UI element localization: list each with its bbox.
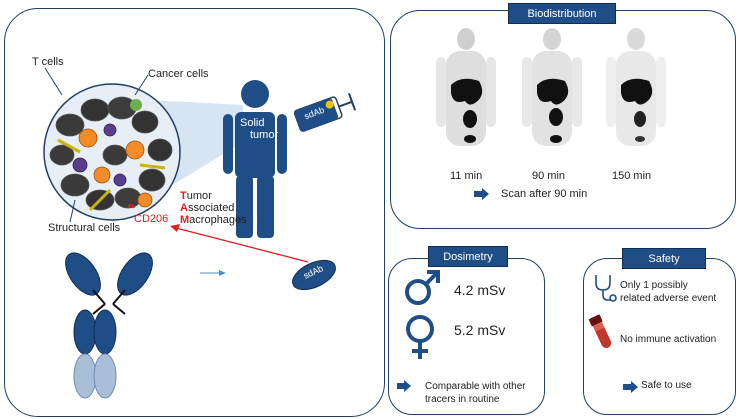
syringe-icon: [293, 93, 357, 132]
tam-initial-a: A: [180, 202, 188, 214]
dosimetry-panel: [388, 258, 545, 415]
arrow-icon: [623, 381, 638, 393]
female-symbol-icon: [406, 315, 434, 359]
safety-immune: No immune activation: [620, 334, 717, 345]
stethoscope-icon: [595, 275, 617, 302]
tumor-microenvironment-illustration: [43, 83, 181, 221]
pet-scan-90-min: [522, 28, 582, 146]
female-dose: 5.2 mSv: [454, 322, 506, 338]
tam-rest-tumor: umor: [186, 190, 212, 202]
structural-cells-label: Structural cells: [48, 222, 121, 234]
tam-rest-macrophages: acrophages: [189, 214, 247, 226]
scan-note: Scan after 90 min: [501, 188, 588, 200]
safety-title: Safety: [622, 248, 706, 269]
safety-adverse-event-line1: Only 1 possibly: [620, 280, 688, 291]
tam-initial-m: M: [180, 214, 190, 226]
tam-rest-associated: ssociated: [187, 202, 235, 214]
tam-label: Tumor Associated Macrophages: [180, 190, 247, 226]
dosimetry-note-line2: tracers in routine: [425, 394, 500, 405]
safety-adverse-event-line2: related adverse event: [620, 293, 717, 304]
pet-scan-150-min: [606, 28, 666, 146]
tam-line-associated: Associated: [180, 202, 247, 214]
male-symbol-icon: [405, 270, 440, 305]
arrow-icon: [474, 188, 489, 200]
antibody-illustration: [65, 252, 153, 399]
dosimetry-note: Comparable with other tracers in routine: [425, 380, 526, 406]
tam-line-tumor: Tumor: [180, 190, 247, 202]
pet-scan-11-min: [436, 28, 496, 146]
male-dose: 4.2 mSv: [454, 282, 506, 298]
left-panel: [4, 8, 385, 417]
biodistribution-title: Biodistribution: [508, 3, 616, 24]
cd206-label: CD206: [134, 213, 169, 225]
time-label-90: 90 min: [532, 170, 566, 182]
arrow-icon: [397, 380, 411, 392]
solid-tumor-line2: tumor: [250, 129, 279, 141]
tam-initial-t: T: [180, 190, 187, 202]
safety-adverse-event: Only 1 possibly related adverse event: [620, 279, 716, 305]
t-cells-label: T cells: [32, 56, 64, 68]
safety-conclusion: Safe to use: [641, 380, 692, 391]
human-body-silhouette: [223, 80, 287, 238]
pet-scan-images: [436, 28, 666, 146]
dosimetry-title: Dosimetry: [428, 246, 508, 267]
time-label-150: 150 min: [612, 170, 652, 182]
dosimetry-note-line1: Comparable with other: [425, 381, 526, 392]
solid-tumor-line1: Solid: [240, 117, 265, 129]
sdab-molecule: [292, 259, 336, 291]
tam-line-macrophages: Macrophages: [180, 214, 247, 226]
cancer-cells-label: Cancer cells: [148, 68, 209, 80]
blood-tube-icon: [588, 314, 612, 349]
time-label-11: 11 min: [450, 170, 483, 182]
solid-tumor-label: Solid tumor: [240, 117, 278, 141]
